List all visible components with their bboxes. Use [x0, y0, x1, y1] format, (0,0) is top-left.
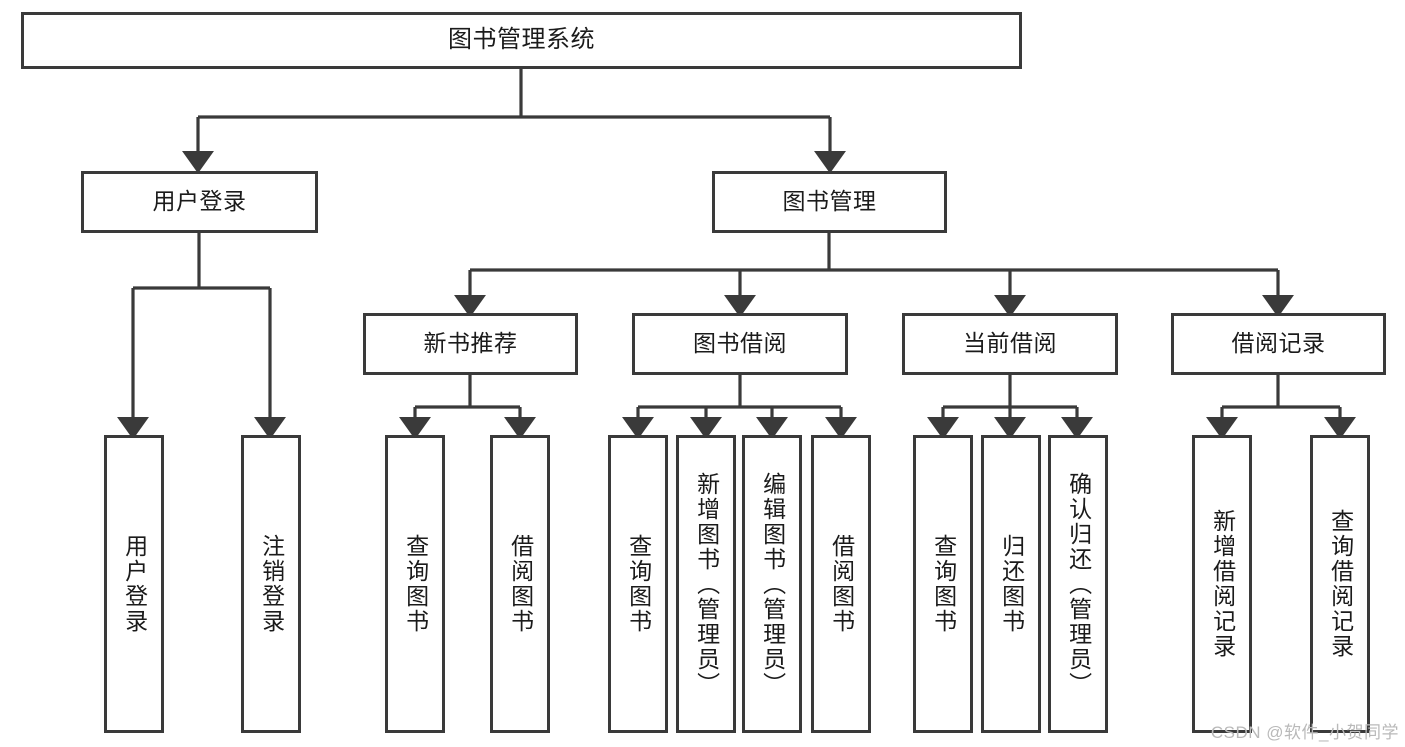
node-label: 图书管理 — [782, 188, 877, 215]
node-new-book-recommend[interactable]: 新书推荐 — [363, 313, 578, 375]
node-book-borrow[interactable]: 图书借阅 — [632, 313, 848, 375]
node-leaf-borrow-book-recommend[interactable]: 借阅图书 — [490, 435, 550, 733]
node-book-management[interactable]: 图书管理 — [712, 171, 947, 233]
node-leaf-confirm-return[interactable]: 确认归还（管理员） — [1048, 435, 1108, 733]
node-label: 查询图书 — [930, 534, 957, 634]
node-label: 确认归还（管理员） — [1065, 471, 1092, 697]
node-label: 查询图书 — [402, 534, 429, 634]
node-label: 借阅图书 — [828, 534, 855, 634]
node-label: 新增借阅记录 — [1209, 509, 1236, 659]
node-borrow-record[interactable]: 借阅记录 — [1171, 313, 1386, 375]
node-label: 图书借阅 — [693, 330, 787, 357]
node-leaf-borrow-book[interactable]: 借阅图书 — [811, 435, 871, 733]
node-leaf-query-borrow-record[interactable]: 查询借阅记录 — [1310, 435, 1370, 733]
watermark: CSDN @软件_小贺同学 — [1210, 723, 1399, 742]
node-leaf-user-login[interactable]: 用户登录 — [104, 435, 164, 733]
node-leaf-edit-book[interactable]: 编辑图书（管理员） — [742, 435, 802, 733]
node-label: 注销登录 — [258, 534, 285, 634]
node-leaf-return-book[interactable]: 归还图书 — [981, 435, 1041, 733]
node-label: 查询借阅记录 — [1327, 509, 1354, 659]
node-label: 用户登录 — [121, 534, 148, 634]
node-label: 借阅图书 — [507, 534, 534, 634]
node-user-login[interactable]: 用户登录 — [81, 171, 318, 233]
node-label: 当前借阅 — [963, 330, 1057, 357]
node-label: 归还图书 — [998, 534, 1025, 634]
node-label: 图书管理系统 — [448, 26, 595, 54]
node-current-borrow[interactable]: 当前借阅 — [902, 313, 1118, 375]
node-label: 查询图书 — [625, 534, 652, 634]
node-label: 用户登录 — [152, 188, 247, 215]
node-leaf-add-borrow-record[interactable]: 新增借阅记录 — [1192, 435, 1252, 733]
node-label: 新增图书（管理员） — [693, 471, 720, 697]
node-leaf-query-book-borrow[interactable]: 查询图书 — [608, 435, 668, 733]
node-leaf-query-book-current[interactable]: 查询图书 — [913, 435, 973, 733]
node-label: 新书推荐 — [423, 330, 518, 357]
node-leaf-logout[interactable]: 注销登录 — [241, 435, 301, 733]
node-label: 编辑图书（管理员） — [759, 471, 786, 697]
node-label: 借阅记录 — [1231, 330, 1326, 357]
node-leaf-add-book[interactable]: 新增图书（管理员） — [676, 435, 736, 733]
node-leaf-query-book-recommend[interactable]: 查询图书 — [385, 435, 445, 733]
node-root-book-management-system[interactable]: 图书管理系统 — [21, 12, 1022, 69]
